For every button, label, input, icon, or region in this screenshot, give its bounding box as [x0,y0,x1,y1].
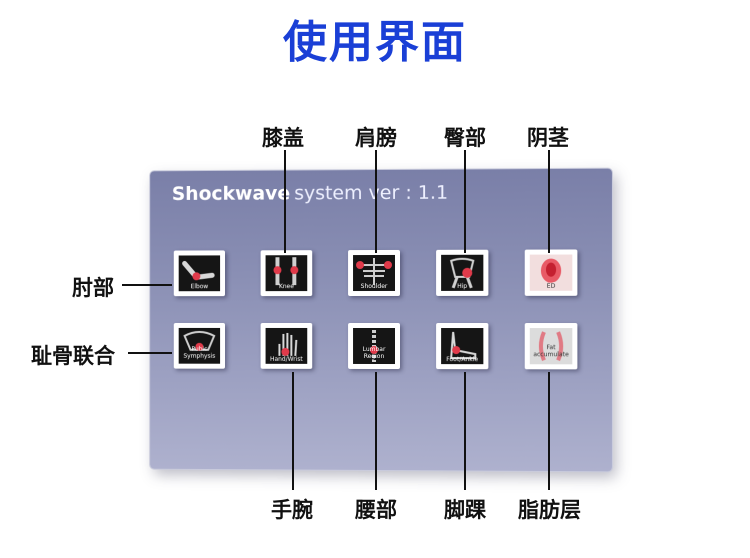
tile-label: Knee [278,283,294,291]
tile-knee[interactable]: Knee [260,250,313,297]
system-version: system ver : 1.1 [294,181,449,205]
tile-lumbar-region[interactable]: Lumbar Region [348,322,401,370]
spine-icon [370,330,379,363]
elbow-icon [179,255,220,291]
callout-line-shoulder [375,150,377,253]
callout-hand: 手腕 [271,498,313,522]
ed-icon [540,258,562,283]
callout-line-pubic [128,352,172,354]
foot-icon [441,328,483,364]
tile-label: Hip [457,282,468,290]
callout-knee: 膝盖 [262,126,304,150]
tile-elbow[interactable]: Elbow [173,250,226,297]
tile-fat-accumulate[interactable]: Fat accumulate [524,323,578,370]
tile-label: Hand/Wrist [269,355,303,363]
callout-elbow: 肘部 [72,276,114,300]
tile-hip[interactable]: Hip [436,249,489,296]
callout-line-knee [284,150,286,253]
callout-line-elbow [122,284,172,286]
callout-line-foot [464,372,466,490]
tile-label: Lumbar Region [362,345,386,361]
hand-icon [266,328,308,364]
tile-shoulder[interactable]: Shoulder [348,249,401,297]
tile-label: ED [546,282,556,290]
callout-line-hand [292,372,294,490]
tile-foot-ankle[interactable]: Foot/Ankle [436,323,489,370]
tile-ed[interactable]: ED [524,249,578,296]
page-title: 使用界面 [283,17,467,68]
callout-line-ed [548,150,550,253]
callout-fat: 脂肪层 [518,498,581,522]
brand-name: Shockwave [171,182,291,205]
callout-foot: 脚踝 [444,498,486,522]
shoulder-icon [356,258,392,286]
tile-label: Foot/Ankle [446,356,479,364]
callout-shoulder: 肩膀 [355,126,397,150]
tile-label: Pubic Symphysis [183,345,216,360]
callout-ed: 阴茎 [527,126,569,150]
tile-label: Fat accumulate [533,344,569,359]
hip-icon [441,255,483,291]
tile-pubic-symphysis[interactable]: Pubic Symphysis [173,322,226,369]
callout-line-fat [548,372,550,490]
callout-pubic: 耻骨联合 [31,344,115,368]
pelvis-icon [179,328,220,364]
tile-hand-wrist[interactable]: Hand/Wrist [260,322,313,369]
tile-label: Shoulder [360,282,388,291]
callout-hip: 臀部 [444,126,486,150]
knee-icon [266,255,308,291]
callout-line-lumbar [375,372,377,490]
tile-label: Elbow [190,283,209,291]
callout-line-hip [464,150,466,253]
callout-lumbar: 腰部 [355,498,397,522]
